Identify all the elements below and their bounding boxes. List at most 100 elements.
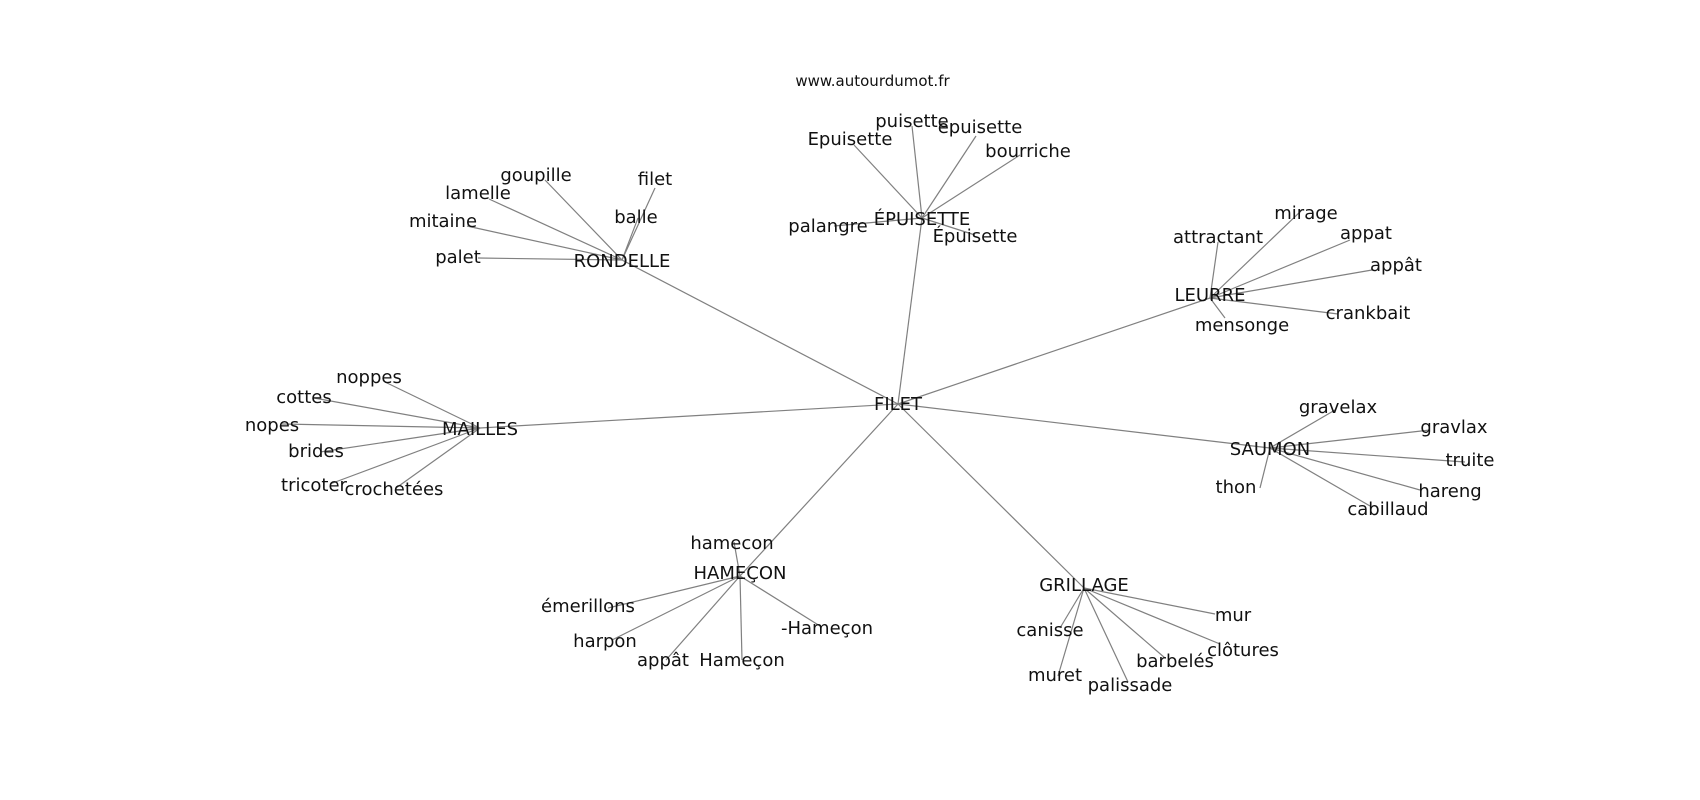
edge-center-to-hub (897, 297, 1211, 405)
leaf-word-label: palissade (1088, 675, 1173, 696)
hub-node-label: GRILLAGE (1039, 575, 1129, 596)
edge-hub-to-word (853, 144, 923, 219)
leaf-word-label: gravelax (1299, 397, 1378, 418)
hub-node-label: LEURRE (1175, 285, 1246, 306)
hub-node-label: ÉPUISETTE (874, 208, 971, 230)
leaf-word-label: thon (1216, 477, 1257, 498)
leaf-word-label: barbelés (1136, 651, 1214, 672)
leaf-word-label: attractant (1173, 227, 1263, 248)
leaf-word-label: crochetées (345, 479, 444, 500)
edge-hub-to-word (544, 179, 623, 261)
leaf-word-label: brides (288, 441, 344, 462)
edge-hub-to-word (488, 198, 623, 261)
edge-hub-to-word (607, 575, 741, 609)
leaf-word-label: cottes (276, 387, 331, 408)
edge-hub-to-word (1209, 297, 1339, 315)
edge-hub-to-word (1259, 447, 1271, 489)
leaf-word-label: hareng (1418, 481, 1481, 502)
edge-hub-to-word (466, 225, 623, 261)
edge-hub-to-word (1083, 587, 1221, 645)
edge-center-to-hub (739, 403, 899, 577)
leaf-word-label: mur (1215, 605, 1252, 626)
edge-hub-to-word (739, 575, 743, 661)
leaf-word-label: appât (637, 650, 689, 671)
hub-node-label: HAMEÇON (694, 563, 787, 584)
edge-hub-to-word (621, 187, 656, 261)
center-node-label: FILET (874, 394, 923, 415)
leaf-word-label: Hameçon (699, 650, 785, 671)
leaf-word-label: epuisette (938, 117, 1023, 138)
leaf-word-label: truite (1446, 450, 1495, 471)
leaf-word-label: gravlax (1420, 417, 1488, 438)
leaf-word-label: Épuisette (933, 225, 1018, 247)
leaf-word-label: appat (1340, 223, 1392, 244)
edge-hub-to-word (911, 125, 923, 219)
leaf-word-label: puisette (875, 111, 948, 132)
edge-hub-to-word (1209, 239, 1351, 299)
edge-hub-to-word (1059, 587, 1085, 629)
leaf-word-label: noppes (336, 367, 402, 388)
hub-node-label: SAUMON (1230, 439, 1310, 460)
graph-labels: FILET RONDELLE goupille filet lamelle balle m… (245, 111, 1495, 696)
edge-hub-to-word (281, 423, 481, 429)
hub-node-label: MAILLES (442, 419, 518, 440)
leaf-word-label: palangre (788, 216, 867, 237)
leaf-word-label: cabillaud (1347, 499, 1428, 520)
edge-hub-to-word (395, 427, 481, 489)
edge-hub-to-word (1209, 269, 1373, 299)
edge-hub-to-word (1083, 587, 1166, 659)
leaf-word-label: nopes (245, 415, 299, 436)
edge-hub-to-word (1269, 447, 1421, 491)
leaf-word-label: balle (614, 207, 658, 228)
leaf-word-label: filet (638, 169, 672, 190)
graph-edges (281, 125, 1466, 683)
edge-hub-to-word (921, 154, 1021, 219)
edge-hub-to-word (733, 541, 741, 577)
leaf-word-label: hamecon (690, 533, 773, 554)
edge-hub-to-word (477, 257, 623, 261)
edge-hub-to-word (1209, 241, 1219, 299)
leaf-word-label: palet (435, 247, 481, 268)
edge-center-to-hub (621, 259, 899, 405)
edge-hub-to-word (739, 575, 821, 627)
edge-hub-to-word (665, 575, 741, 661)
edge-hub-to-word (1269, 447, 1466, 463)
leaf-word-label: harpon (573, 631, 637, 652)
leaf-word-label: tricoter (281, 475, 348, 496)
leaf-word-label: émerillons (541, 596, 635, 617)
leaf-word-label: muret (1028, 665, 1082, 686)
hub-node-label: RONDELLE (574, 251, 671, 272)
edge-hub-to-word (329, 427, 481, 485)
edge-hub-to-word (319, 427, 481, 453)
leaf-word-label: mirage (1274, 203, 1337, 224)
leaf-word-label: crankbait (1326, 303, 1411, 324)
edge-hub-to-word (833, 217, 923, 227)
edge-center-to-hub (479, 403, 899, 429)
leaf-word-label: bourriche (985, 141, 1071, 162)
leaf-word-label: clôtures (1207, 640, 1279, 661)
edge-hub-to-word (1083, 587, 1129, 683)
edge-hub-to-word (1057, 587, 1085, 677)
edge-hub-to-word (1269, 409, 1336, 449)
edge-hub-to-word (921, 135, 977, 219)
edge-hub-to-word (1209, 209, 1303, 299)
leaf-word-label: canisse (1016, 620, 1083, 641)
edge-center-to-hub (897, 403, 1085, 589)
leaf-word-label: mitaine (409, 211, 477, 232)
leaf-word-label: appât (1370, 255, 1422, 276)
leaf-word-label: lamelle (445, 183, 511, 204)
leaf-word-label: Epuisette (808, 129, 893, 150)
edge-center-to-hub (897, 403, 1271, 449)
edge-hub-to-word (611, 575, 741, 641)
leaf-word-label: -Hameçon (781, 618, 873, 639)
edge-hub-to-word (921, 217, 976, 236)
edge-hub-to-word (621, 217, 639, 261)
leaf-word-label: mensonge (1195, 315, 1289, 336)
edge-hub-to-word (1209, 297, 1226, 319)
leaf-word-label: goupille (500, 165, 571, 186)
edge-hub-to-word (1269, 429, 1431, 449)
edge-hub-to-word (1269, 447, 1371, 507)
edge-hub-to-word (1083, 587, 1216, 615)
source-url: www.autourdumot.fr (795, 72, 950, 90)
